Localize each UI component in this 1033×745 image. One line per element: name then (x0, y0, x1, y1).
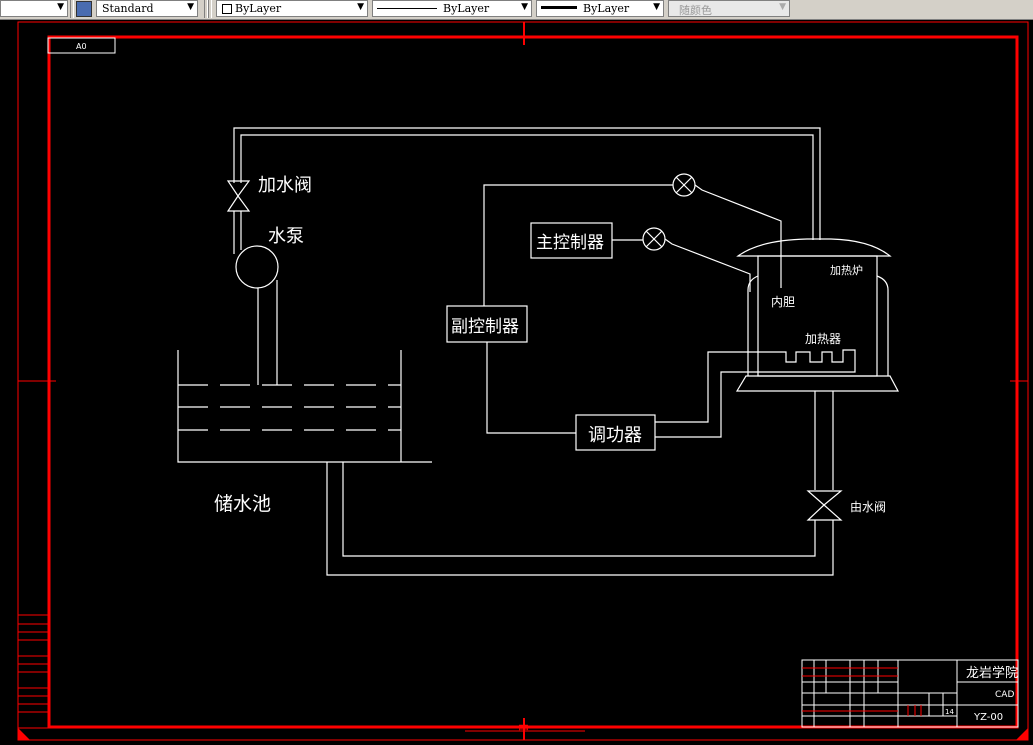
linetype-dropdown[interactable]: ByLayer ▼ (372, 0, 532, 17)
outlet-valve-icon (806, 490, 843, 521)
water-level-lines (178, 384, 401, 431)
plot-style-dropdown: 随颜色 ▼ (668, 0, 790, 17)
separator (70, 0, 74, 18)
chevron-down-icon: ▼ (779, 2, 786, 12)
return-pipe-inner (240, 134, 814, 240)
color-value: ByLayer (235, 2, 282, 15)
chevron-down-icon: ▼ (521, 2, 528, 12)
furnace-lid (736, 238, 892, 257)
center-mark-label: 中 (518, 722, 529, 735)
furnace-jacket-right (876, 275, 889, 376)
pump-label: 水泵 (268, 226, 304, 247)
title-school: 龙岩学院 (966, 665, 1018, 681)
corner-mark-right (1016, 728, 1028, 740)
liner-label: 内胆 (771, 295, 795, 309)
title-sheet-number: 14 (945, 708, 954, 716)
chevron-down-icon: ▼ (357, 2, 364, 12)
text-style-icon[interactable] (76, 1, 92, 17)
corner-mark-left (18, 728, 30, 740)
add-valve-icon (226, 180, 251, 212)
linetype-preview-icon (377, 8, 437, 9)
sensor-line (664, 238, 751, 292)
outlet-pipe-outer (326, 391, 834, 576)
diagram-labels: 加水阀 水泵 储水池 主控制器 副控制器 调功器 加热炉 内胆 加热器 由水阀 (214, 175, 886, 515)
color-swatch-icon (222, 4, 232, 14)
outer-frame (17, 21, 1029, 741)
sheet-size-box (47, 37, 116, 54)
chevron-down-icon: ▼ (57, 2, 64, 12)
pump-icon (235, 245, 279, 289)
sub-controller-label: 副控制器 (451, 317, 519, 337)
main-controller-label: 主控制器 (536, 233, 604, 253)
power-regulator-label: 调功器 (588, 425, 642, 446)
tank-label: 储水池 (214, 493, 271, 515)
heater-label: 加热器 (805, 332, 841, 346)
outlet-valve-label: 由水阀 (850, 500, 886, 514)
lineweight-dropdown[interactable]: ByLayer ▼ (536, 0, 664, 17)
furnace-base (735, 375, 899, 392)
color-dropdown[interactable]: ByLayer ▼ (216, 0, 368, 17)
lineweight-value: ByLayer (583, 2, 630, 15)
linetype-value: ByLayer (443, 2, 490, 15)
sensor-line (694, 184, 782, 288)
prev-dropdown[interactable]: ▼ (0, 0, 68, 17)
chevron-down-icon: ▼ (187, 2, 194, 12)
gauge-cross (645, 230, 663, 248)
chevron-down-icon: ▼ (653, 2, 660, 12)
gauge-cross (675, 176, 693, 194)
text-style-dropdown[interactable]: Standard ▼ (96, 0, 198, 17)
title-drawing-name: CAD (995, 690, 1014, 700)
sheet-size-label: A0 (76, 42, 87, 51)
left-revision-table (17, 614, 49, 729)
title-drawing-number: YZ-00 (973, 712, 1003, 723)
separator (208, 0, 212, 18)
tank-walls (177, 350, 432, 463)
signal-line (483, 184, 673, 306)
heater-wire (655, 349, 856, 438)
separator (204, 0, 208, 18)
add-valve-label: 加水阀 (258, 175, 312, 196)
return-pipe-outer (233, 127, 821, 240)
plot-style-value: 随颜色 (679, 4, 712, 17)
inner-border (47, 35, 1019, 729)
properties-toolbar: ▼ Standard ▼ ByLayer ▼ ByLayer ▼ ByLayer ▼ 随… (0, 0, 1033, 20)
furnace-label: 加热炉 (830, 264, 863, 277)
signal-line (486, 342, 576, 434)
text-style-value: Standard (102, 2, 154, 15)
lineweight-preview-icon (541, 6, 577, 9)
outlet-pipe-inner (342, 391, 816, 557)
furnace-jacket-left (747, 275, 759, 376)
title-block (801, 659, 1019, 728)
